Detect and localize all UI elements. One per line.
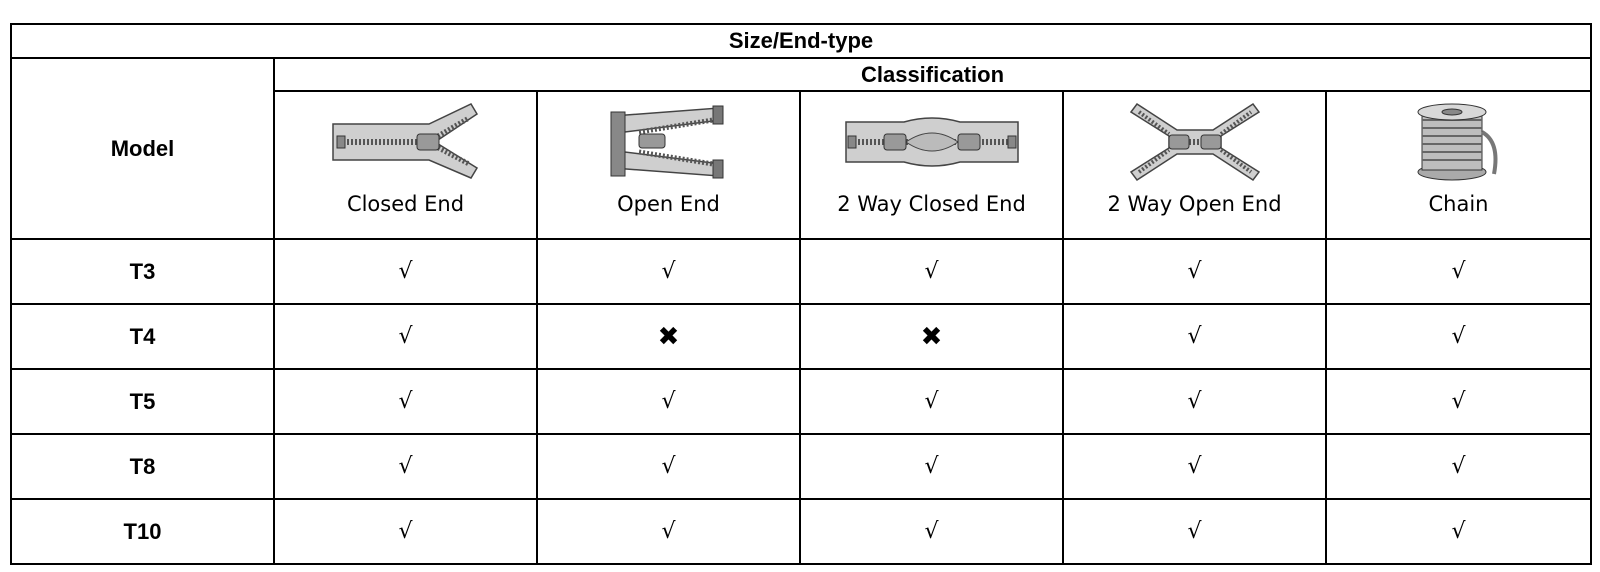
type-label: Chain (1428, 192, 1489, 216)
support-mark: √ (1062, 303, 1327, 370)
type-label: 2 Way Closed End (837, 192, 1026, 216)
table-row: T8 √ √ √ √ √ (10, 433, 1592, 500)
support-mark: √ (799, 433, 1064, 500)
row-model: T3 (10, 238, 275, 305)
type-open-end: Open End (536, 90, 801, 240)
row-model: T4 (10, 303, 275, 370)
support-mark: √ (1062, 368, 1327, 435)
type-chain: Chain (1325, 90, 1592, 240)
closed-end-zipper-icon (331, 103, 478, 179)
table-row: T3 √ √ √ √ √ (10, 238, 1592, 305)
type-two-way-closed-end: 2 Way Closed End (799, 90, 1064, 240)
support-mark: √ (799, 498, 1064, 565)
row-model: T5 (10, 368, 275, 435)
type-two-way-open-end: 2 Way Open End (1062, 90, 1327, 240)
support-mark: √ (1325, 368, 1592, 435)
unsupported-mark: ✖ (799, 303, 1064, 370)
table-row: T5 √ √ √ √ √ (10, 368, 1592, 435)
chain-spool-icon (1417, 103, 1497, 181)
model-header: Model (10, 57, 275, 240)
support-mark: √ (1325, 498, 1592, 565)
two-way-closed-end-zipper-icon (844, 117, 1019, 167)
open-end-zipper-icon (610, 105, 723, 179)
row-model: T8 (10, 433, 275, 500)
support-mark: √ (536, 368, 801, 435)
support-mark: √ (273, 238, 538, 305)
support-mark: √ (1062, 433, 1327, 500)
type-label: Closed End (346, 192, 465, 216)
classification-header: Classification (273, 57, 1592, 92)
table-title: Size/End-type (10, 23, 1592, 59)
support-mark: √ (1062, 238, 1327, 305)
support-mark: √ (273, 368, 538, 435)
support-mark: √ (273, 498, 538, 565)
table-row: T10 √ √ √ √ √ (10, 498, 1592, 565)
type-label: Open End (617, 192, 720, 216)
support-mark: √ (273, 433, 538, 500)
support-mark: √ (1325, 238, 1592, 305)
support-mark: √ (1062, 498, 1327, 565)
support-mark: √ (536, 433, 801, 500)
compatibility-table-wrapper: Size/End-type Model Classification Close… (10, 23, 1592, 565)
two-way-open-end-zipper-icon (1129, 102, 1260, 182)
type-label: 2 Way Open End (1107, 192, 1282, 216)
size-end-type-table: Size/End-type Model Classification Close… (10, 23, 1592, 565)
support-mark: √ (536, 498, 801, 565)
support-mark: √ (1325, 303, 1592, 370)
support-mark: √ (273, 303, 538, 370)
support-mark: √ (799, 238, 1064, 305)
type-closed-end: Closed End (273, 90, 538, 240)
support-mark: √ (536, 238, 801, 305)
table-row: T4 √ ✖ ✖ √ √ (10, 303, 1592, 370)
unsupported-mark: ✖ (536, 303, 801, 370)
support-mark: √ (1325, 433, 1592, 500)
support-mark: √ (799, 368, 1064, 435)
row-model: T10 (10, 498, 275, 565)
